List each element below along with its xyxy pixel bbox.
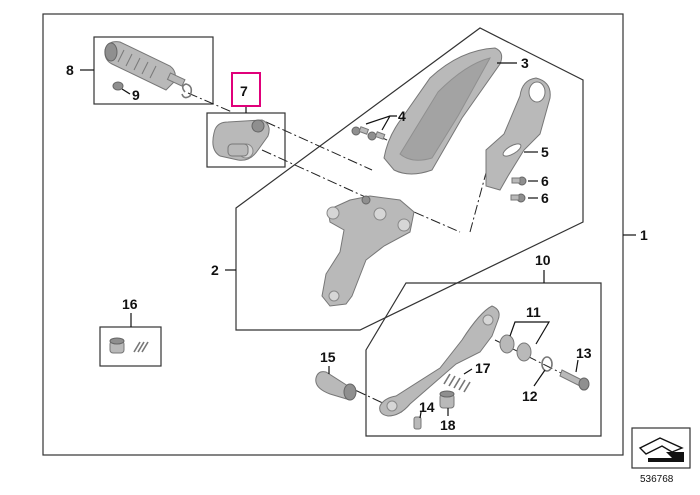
axis-line-7-2 (261, 149, 373, 201)
lever-part-10 (379, 305, 500, 417)
callout-6b[interactable]: 6 (541, 190, 549, 206)
bushing-part-18 (439, 390, 455, 409)
bushing-part-11 (499, 334, 532, 362)
reference-icon (631, 427, 691, 469)
callout-6a[interactable]: 6 (541, 173, 549, 189)
leader-9 (121, 88, 131, 95)
axis-line-8-7 (187, 92, 233, 113)
pin-part-15 (315, 371, 357, 401)
bracket-part-7 (212, 119, 270, 161)
leader-4 (365, 115, 397, 131)
callout-13[interactable]: 13 (576, 345, 592, 361)
screws-part-6 (510, 176, 527, 203)
axis-line-7-top (265, 121, 373, 171)
callout-9[interactable]: 9 (132, 87, 140, 103)
clip-part-8 (181, 83, 193, 99)
callout-15[interactable]: 15 (320, 349, 336, 365)
callout-8[interactable]: 8 (66, 62, 74, 78)
axis-line-2-5 (397, 204, 461, 233)
assembly-frame-16 (99, 326, 162, 367)
callout-12[interactable]: 12 (522, 388, 538, 404)
assembly-frame-2 (235, 27, 584, 331)
callout-4[interactable]: 4 (398, 108, 406, 124)
plate-part-5 (485, 77, 551, 191)
callout-14[interactable]: 14 (419, 399, 435, 415)
bracket-part-2 (321, 195, 415, 307)
callout-17[interactable]: 17 (475, 360, 491, 376)
callout-7[interactable]: 7 (240, 83, 248, 99)
bolt-part-13 (559, 369, 590, 391)
axis-line-11-13 (494, 339, 586, 386)
callout-16[interactable]: 16 (122, 296, 138, 312)
leader-17 (463, 368, 473, 375)
heel-guard-part-3 (383, 47, 503, 175)
reference-number: 536768 (640, 474, 674, 485)
assembly-frame-10 (365, 282, 602, 437)
small-parts-part-16 (109, 337, 149, 354)
callout-1[interactable]: 1 (640, 227, 648, 243)
callout-11[interactable]: 11 (526, 304, 541, 320)
callout-5[interactable]: 5 (541, 144, 549, 160)
leader-11 (509, 321, 551, 345)
leader-12 (533, 369, 546, 387)
leader-14 (419, 411, 422, 419)
callout-3[interactable]: 3 (521, 55, 529, 71)
screw-part-14 (413, 416, 422, 430)
ring-part-12 (541, 356, 553, 372)
callout-10[interactable]: 10 (535, 252, 551, 268)
screws-part-4 (351, 126, 386, 141)
highlight-box-7 (231, 72, 261, 107)
callout-18[interactable]: 18 (440, 417, 456, 433)
footpeg-part-8 (104, 41, 186, 91)
leader-13 (575, 359, 579, 373)
cap-part-9 (112, 81, 124, 91)
callout-2[interactable]: 2 (211, 262, 219, 278)
spring-part-17 (443, 373, 471, 393)
